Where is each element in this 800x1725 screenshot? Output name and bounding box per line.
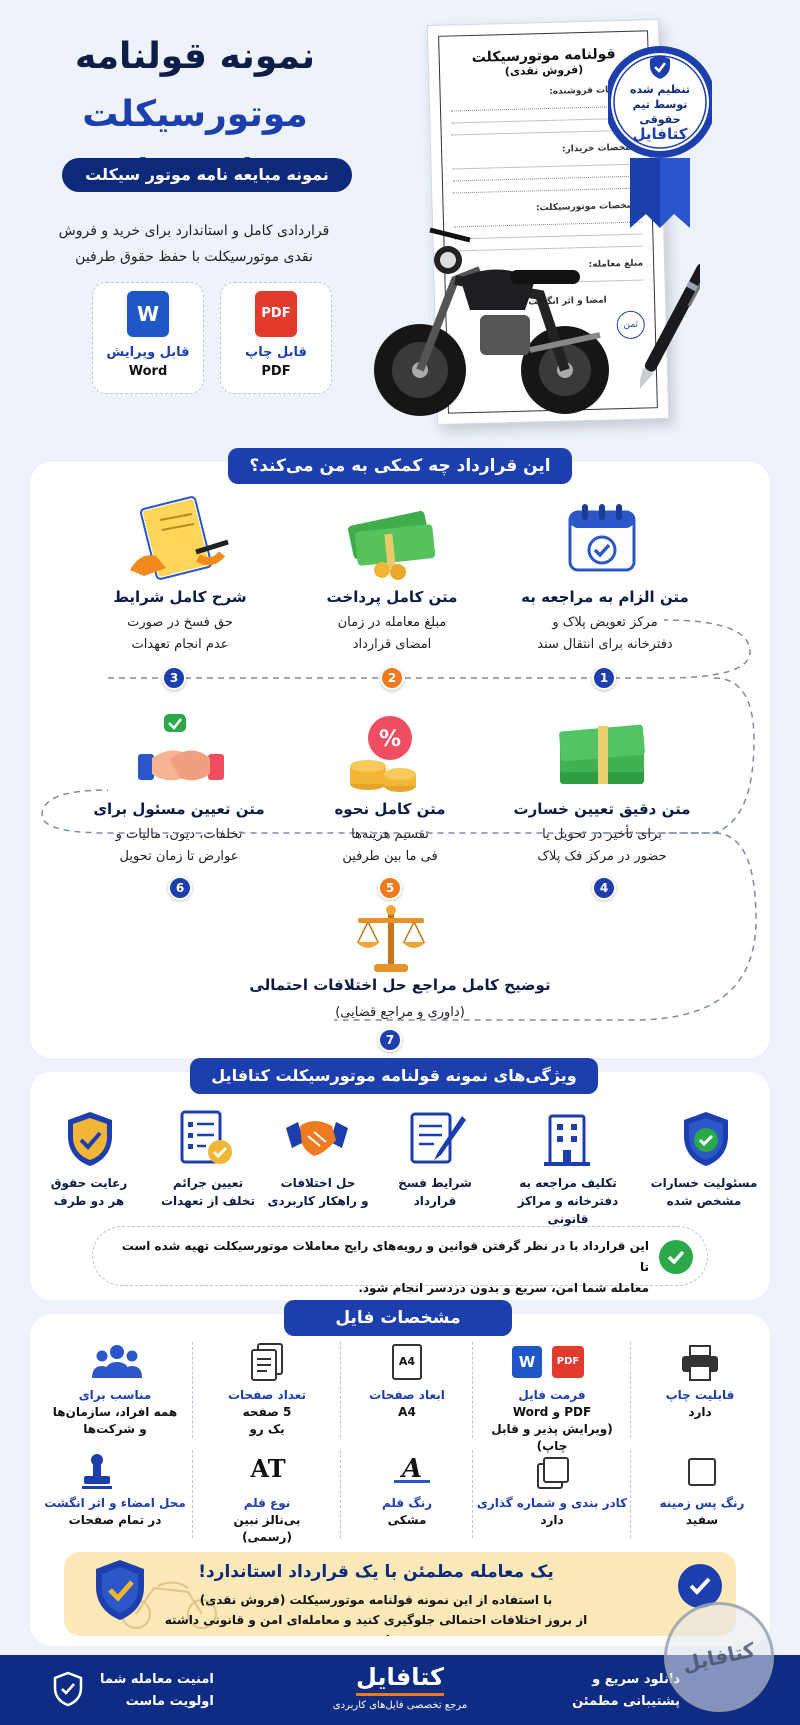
subtitle-pill: نمونه مبایعه نامه موتور سیکلت [62,158,352,192]
coins-percent-icon: % [350,716,416,792]
help-item-6: متن تعیین مسئول برای تخلفات، دیون، مالیا… [93,800,265,864]
shield-check-icon [96,1560,144,1620]
a4-paper-icon: A4 [392,1344,422,1380]
document-pen-icon [410,1112,466,1164]
calendar-check-icon [568,504,636,572]
pages-icon [251,1343,283,1381]
file-format-icons: W PDF [512,1344,592,1380]
footer-support: دانلود سریع و پشتیبانی مطمئن [572,1672,680,1709]
step-badge-6: 6 [168,876,192,900]
help-item-3: شرح کامل شرایط حق فسخ در صورت عدم انجام … [113,588,247,652]
pdf-format-card[interactable]: PDF قابل چاپ PDF [220,282,332,394]
signing-contract-icon [130,496,229,580]
header-description: قراردادی کامل و استاندارد برای خرید و فر… [58,223,330,265]
word-icon: W [127,291,169,337]
help-item-4: متن دقیق تعیین خسارت برای تأخیر در تحویل… [513,800,691,864]
help-item-5: متن کامل نحوه تقسیم هزینه‌ها فی ما بین ط… [334,800,446,864]
shield-check-icon [650,55,670,79]
handshake-icon [286,1121,348,1156]
quality-seal: تنظیم شده توسط تیم حقوقی کتافایل [608,38,712,228]
footer-security: امنیت معامله شما اولویت ماست [100,1672,214,1709]
brand-tagline: مرجع تخصصی فایل‌های کاربردی [332,1700,468,1711]
font-color-icon: A [394,1454,430,1490]
justice-scale-icon [356,905,426,972]
check-circle-icon [659,1240,693,1274]
help-section-title: این قرارداد چه کمکی به من می‌کند؟ [228,448,572,484]
help-item-7: توضیح کامل مراجع حل اختلافات احتمالی (دا… [249,976,551,1020]
title-line1: نمونه قولنامه [74,36,316,77]
svg-text:%: % [379,727,401,752]
footer-brand[interactable]: کتافایل مرجع تخصصی فایل‌های کاربردی [300,1661,500,1711]
step-badge-3: 3 [162,666,186,690]
word-icon: W [512,1346,542,1378]
step-badge-7: 7 [378,1028,402,1052]
printer-icon [682,1345,718,1381]
white-background-icon [688,1458,716,1486]
brand-logo: کتافایل [356,1661,444,1696]
building-icon [544,1114,590,1166]
step-badge-2: 2 [380,666,404,690]
timeline-path [41,619,757,1021]
specs-section-title: مشخصات فایل [284,1300,512,1336]
checklist-icon [180,1110,232,1164]
step-badge-1: 1 [592,666,616,690]
shield-check-icon [684,1112,728,1166]
money-stack-icon [559,724,645,784]
step-badge-5: 5 [378,876,402,900]
stamp-icon [82,1454,112,1489]
motorcycle-image [374,227,609,416]
handshake-check-icon [138,714,224,781]
banner-check-circle [678,1564,722,1608]
banner-title: یک معامله مطمئن با یک قرارداد استاندارد! [198,1562,554,1582]
features-section-title: ویژگی‌های نمونه قولنامه موتورسیکلت کتافا… [190,1058,598,1094]
users-icon [92,1345,142,1378]
pen-icon [640,263,700,392]
help-item-1: متن الزام به مراجعه به مرکز تعویض پلاک و… [521,588,689,652]
font-type-icon: AT [250,1454,286,1483]
word-format-card[interactable]: W قابل ویرایش Word [92,282,204,394]
features-note: این قرارداد با در نظر گرفتن قوانین و روی… [92,1226,708,1295]
step-badge-4: 4 [592,876,616,900]
help-item-2: متن کامل پرداخت مبلغ معامله در زمان امضا… [326,588,458,652]
watermark-stamp: کتافایل [664,1602,774,1712]
trust-banner: یک معامله مطمئن با یک قرارداد استاندارد!… [64,1552,736,1636]
cash-icon [348,511,436,580]
pdf-icon: PDF [552,1346,584,1378]
pdf-icon: PDF [255,291,297,337]
shield-check-icon [68,1112,112,1166]
shield-check-icon [53,1671,83,1707]
frame-numbering-icon [537,1457,569,1489]
